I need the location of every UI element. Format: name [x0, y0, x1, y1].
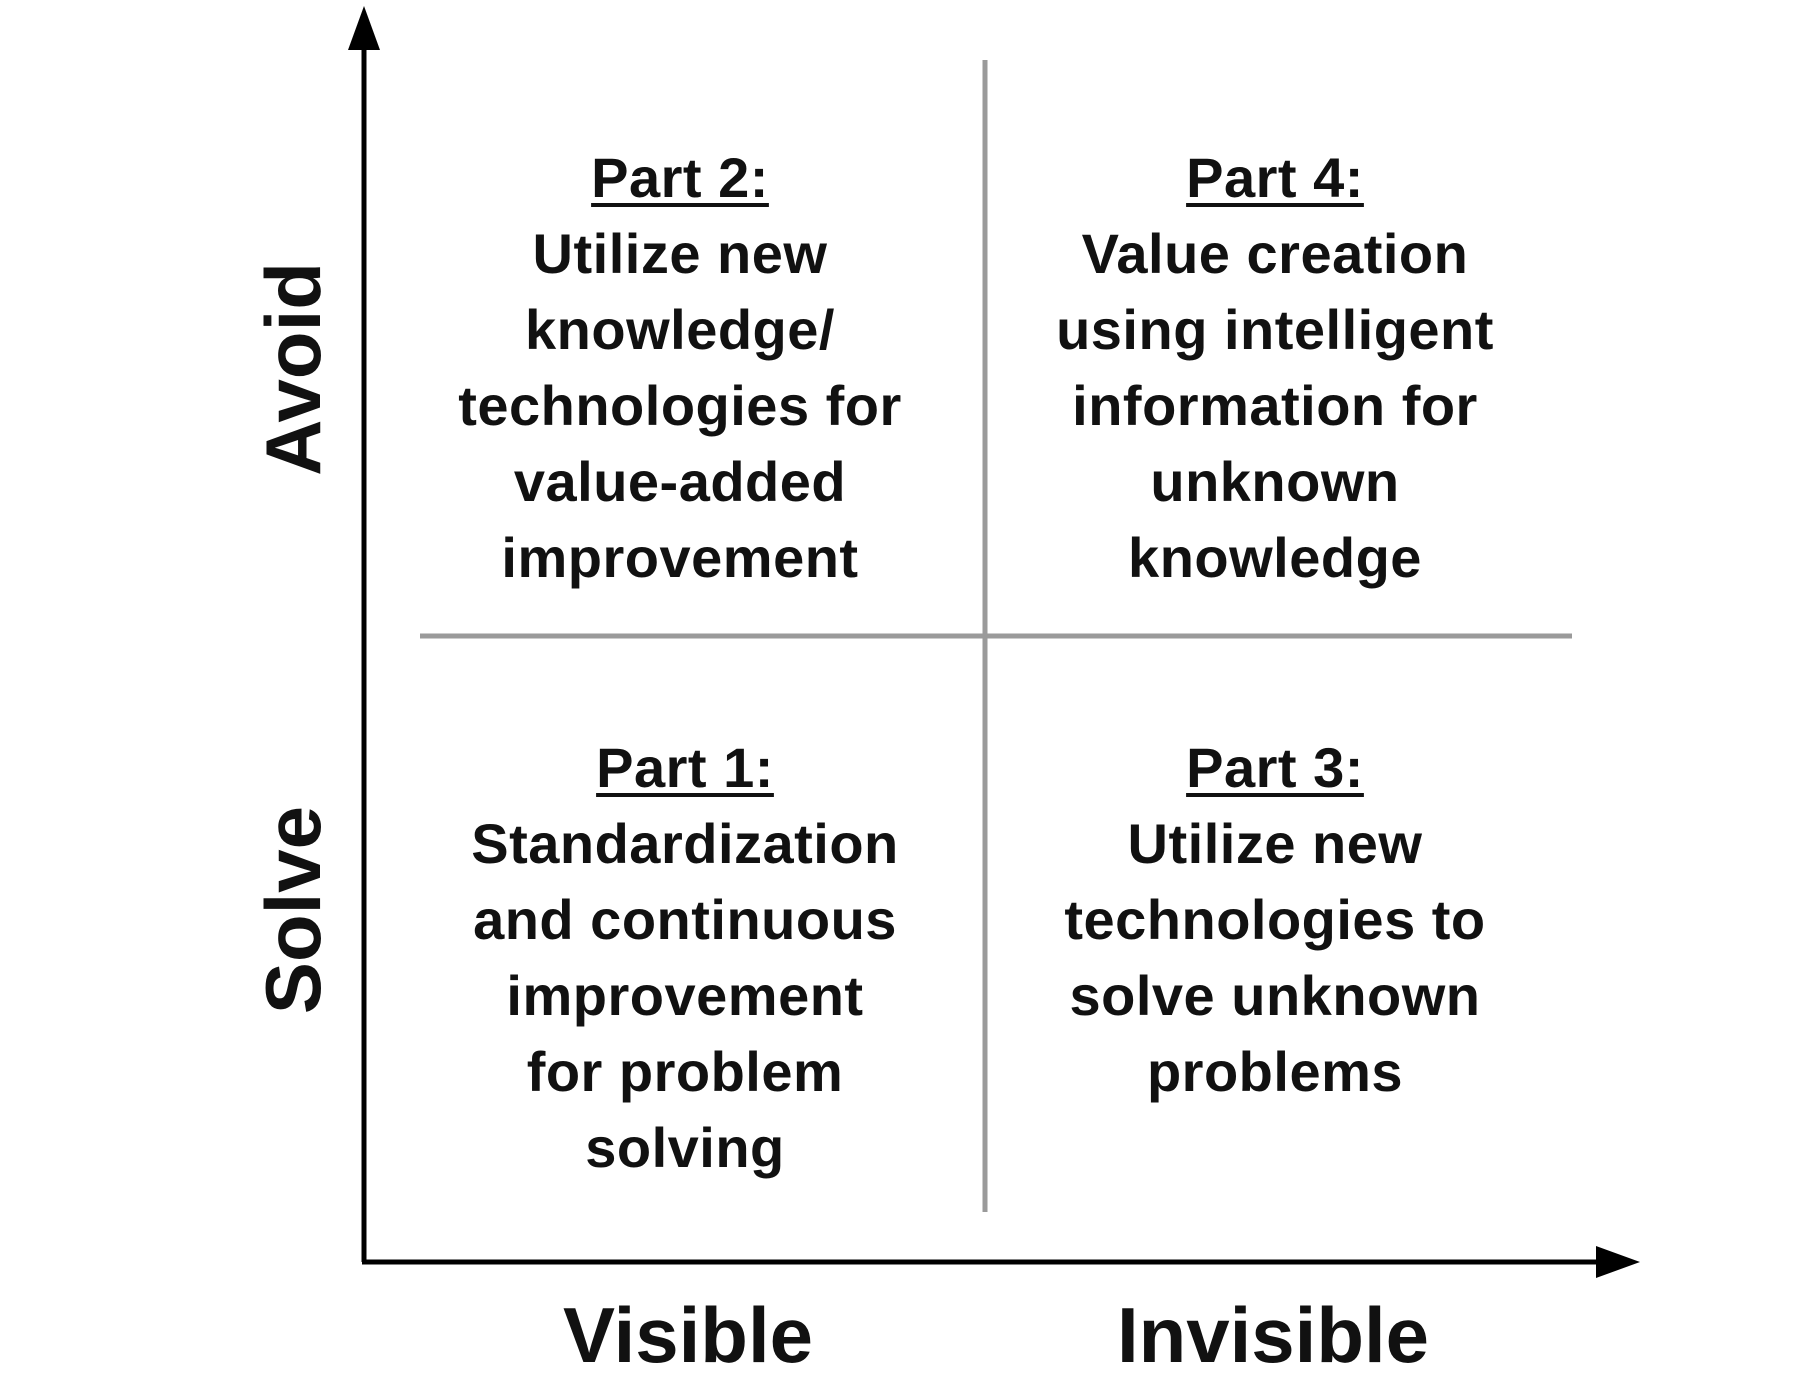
quadrant-line: improvement [501, 526, 859, 589]
quadrant-title: Part 3: [1186, 736, 1364, 799]
x-axis-label-invisible: Invisible [1116, 1291, 1430, 1379]
quadrant-line: solve unknown [1069, 964, 1481, 1027]
y-axis-label-solve: Solve [249, 805, 337, 1015]
quadrant-line: knowledge [1128, 526, 1422, 589]
quadrant-title: Part 1: [596, 736, 774, 799]
quadrant-line: Utilize new [1127, 812, 1423, 875]
quadrant-top-left: Part 2: Utilize new knowledge/ technolog… [400, 140, 960, 596]
quadrant-top-right: Part 4: Value creation using intelligent… [995, 140, 1555, 596]
x-axis-label-visible: Visible [562, 1291, 814, 1379]
y-axis-arrowhead [348, 6, 380, 50]
quadrant-line: Value creation [1081, 222, 1469, 285]
quadrant-line: Utilize new [532, 222, 828, 285]
quadrant-line: and continuous [473, 888, 897, 951]
quadrant-line: knowledge/ [525, 298, 835, 361]
x-axis-arrowhead [1596, 1246, 1640, 1278]
quadrant-line: value-added [513, 450, 847, 513]
quadrant-line: information for [1072, 374, 1478, 437]
y-axis-label-avoid: Avoid [249, 262, 337, 476]
quadrant-bottom-left: Part 1: Standardization and continuous i… [405, 730, 965, 1186]
quadrant-line: unknown [1150, 450, 1400, 513]
quadrant-line: for problem [526, 1040, 844, 1103]
quadrant-line: Standardization [471, 812, 899, 875]
quadrant-line: technologies for [458, 374, 902, 437]
quadrant-line: solving [585, 1116, 785, 1179]
quadrant-line: problems [1146, 1040, 1404, 1103]
quadrant-title: Part 4: [1186, 146, 1364, 209]
quadrant-title: Part 2: [591, 146, 769, 209]
quadrant-line: improvement [506, 964, 864, 1027]
quadrant-line: using intelligent [1056, 298, 1494, 361]
quadrant-bottom-right: Part 3: Utilize new technologies to solv… [995, 730, 1555, 1110]
quadrant-line: technologies to [1064, 888, 1486, 951]
